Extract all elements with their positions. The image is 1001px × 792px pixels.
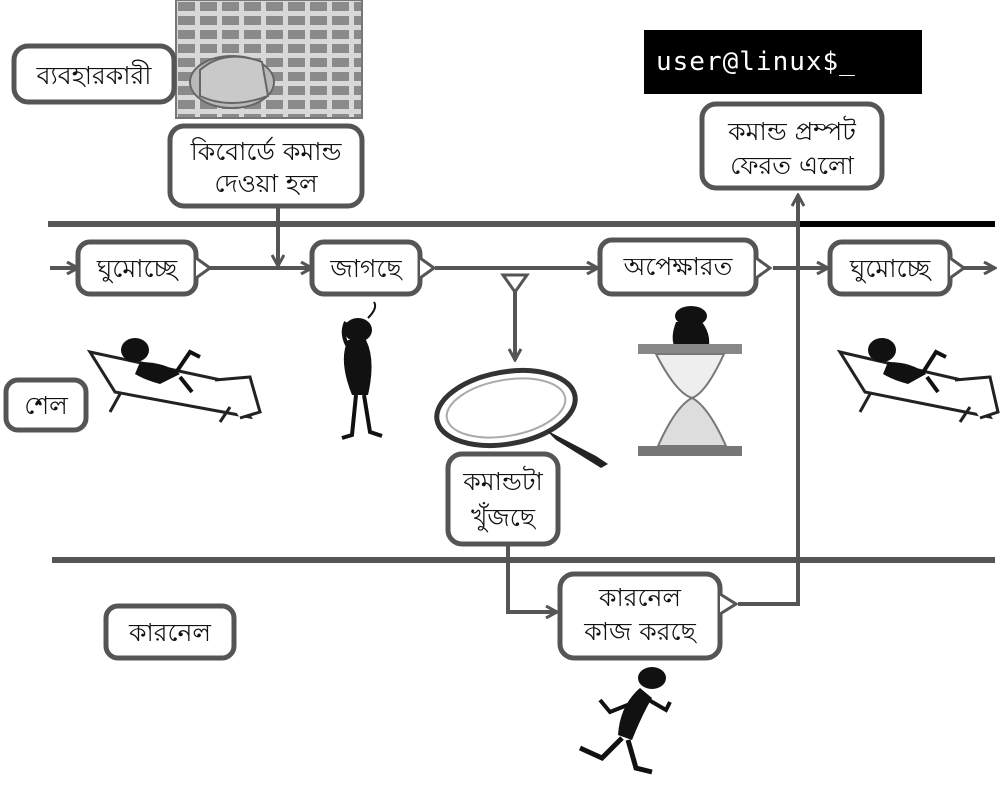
state-waiting-label: অপেক্ষারত <box>623 252 734 281</box>
prompt-returned-line1: কমান্ড প্রম্পট <box>727 116 856 146</box>
kernel-working-line2: কাজ করছে <box>583 617 697 646</box>
shell-label: শেল <box>24 391 68 420</box>
keyboard-command-line2: দেওয়া হল <box>214 169 318 198</box>
searching-command-box: কমান্ডটা খুঁজছে <box>445 451 561 547</box>
searching-command-line1: কমান্ডটা <box>462 466 543 496</box>
magnifying-glass-icon <box>434 368 608 468</box>
keyboard-command-box: কিবোর্ডে কমান্ড দেওয়া হল <box>167 123 365 209</box>
sleeping-figure-icon-2 <box>836 338 1000 423</box>
terminal-prompt: user@linux$_ <box>644 30 922 94</box>
kernel-working-box: কারনেল কাজ করছে <box>557 571 739 661</box>
keyboard-photo <box>175 0 363 119</box>
keyboard-command-line1: কিবোর্ডে কমান্ড <box>190 137 343 166</box>
kernel-label-box: কারনেল <box>103 603 237 661</box>
user-label: ব্যবহারকারী <box>36 60 153 90</box>
branch-marker <box>500 273 530 295</box>
hourglass-figure-icon <box>638 306 742 456</box>
state-awake-box: জাগছে <box>309 239 437 297</box>
thinking-figure-icon <box>341 301 383 440</box>
terminal-prompt-text: user@linux$_ <box>656 47 856 77</box>
state-sleeping-box-1: ঘুমোচ্ছে <box>75 239 213 297</box>
prompt-returned-line2: ফেরত এলো <box>730 151 855 180</box>
kernel-label: কারনেল <box>128 618 211 647</box>
shell-flow-line <box>50 195 995 612</box>
state-sleeping-label-1: ঘুমোচ্ছে <box>96 254 180 284</box>
prompt-returned-box: কমান্ড প্রম্পট ফেরত এলো <box>699 101 885 191</box>
kernel-working-line1: কারনেল <box>598 583 681 612</box>
user-label-box: ব্যবহারকারী <box>11 43 177 105</box>
shell-label-box: শেল <box>3 377 89 433</box>
state-sleeping-box-2: ঘুমোচ্ছে <box>827 239 967 297</box>
state-awake-label: জাগছে <box>329 254 403 283</box>
state-sleeping-label-2: ঘুমোচ্ছে <box>849 254 933 284</box>
running-figure-icon <box>578 667 672 775</box>
searching-command-line2: খুঁজছে <box>471 503 537 533</box>
state-waiting-box: অপেক্ষারত <box>597 237 773 297</box>
sleeping-figure-icon <box>86 338 262 423</box>
